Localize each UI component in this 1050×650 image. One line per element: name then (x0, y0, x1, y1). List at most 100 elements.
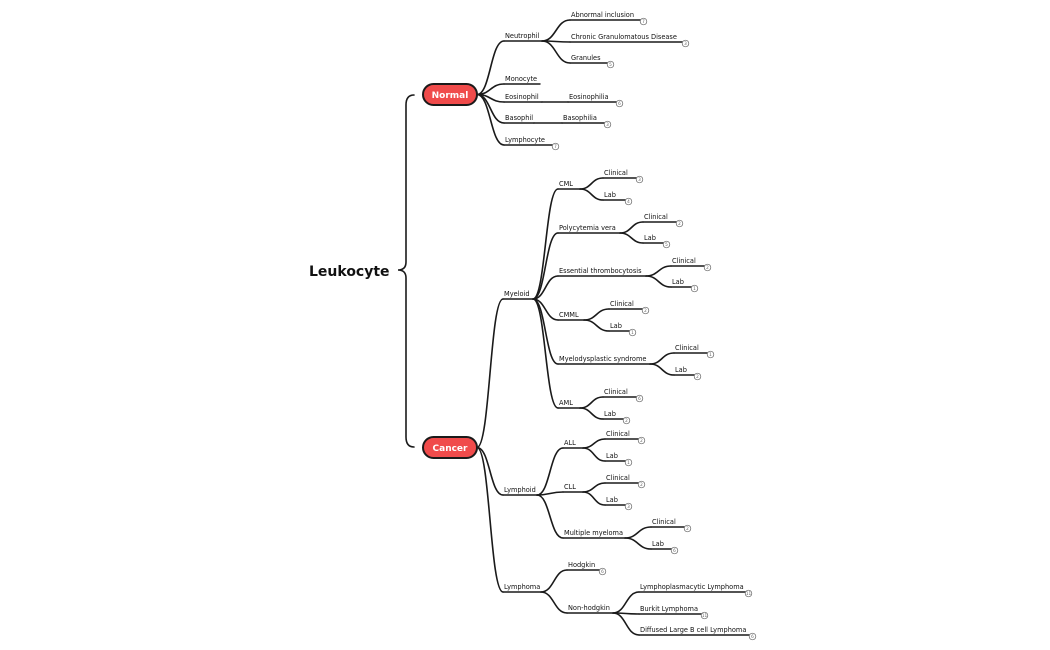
topic-all[interactable]: ALL (562, 439, 584, 449)
topic-label: Diffused Large B cell Lymphoma (640, 626, 746, 634)
topic-lymphoid[interactable]: Lymphoid (502, 486, 538, 496)
badge-count: 3 (684, 41, 687, 46)
topic-non-hodgkin[interactable]: Non-hodgkin (566, 604, 614, 614)
connector-hodgkin (540, 569, 568, 593)
badge-cmml-lab[interactable]: 1 (628, 328, 637, 337)
badge-count: 7 (642, 19, 645, 24)
badge-diffused-large-b-cell-lymphoma[interactable]: 6 (748, 632, 757, 641)
topic-monocyte[interactable]: Monocyte (503, 75, 541, 85)
badge-mm-clinical[interactable]: 2 (683, 524, 692, 533)
topic-aml[interactable]: AML (557, 399, 581, 409)
topic-cmml-clinical[interactable]: Clinical 2 (608, 300, 650, 315)
topic-basophil[interactable]: Basophil (503, 114, 535, 124)
topic-neutrophil[interactable]: Neutrophil (503, 32, 543, 42)
badge-hodgkin[interactable]: 6 (598, 567, 607, 576)
topic-polycytemia-vera[interactable]: Polycytemia vera (557, 224, 621, 234)
topic-multiple-myeloma[interactable]: Multiple myeloma (562, 529, 626, 539)
badge-mds-clinical[interactable]: 1 (706, 350, 715, 359)
topic-lymphoma[interactable]: Lymphoma (502, 583, 542, 593)
topic-myelodysplastic-syndrome[interactable]: Myelodysplastic syndrome (557, 355, 651, 365)
badge-cml-lab[interactable]: 4 (624, 197, 633, 206)
topic-essential-thrombocytosis[interactable]: Essential thrombocytosis (557, 267, 647, 277)
connector-lymphoma (476, 446, 504, 593)
badge-count: 7 (554, 144, 557, 149)
topic-label: Clinical (610, 300, 634, 308)
main-topic-normal[interactable]: Normal (422, 83, 478, 106)
badge-lymphoplasmacytic-lymphoma[interactable]: 11 (744, 589, 753, 598)
topic-label: Eosinophil (505, 93, 539, 101)
topic-cmml[interactable]: CMML (557, 311, 585, 321)
badge-pv-lab[interactable]: 5 (662, 240, 671, 249)
badge-cll-clinical[interactable]: 2 (637, 480, 646, 489)
badge-et-clinical[interactable]: 2 (703, 263, 712, 272)
badge-circle (690, 284, 699, 293)
badge-chronic-granulomatous-disease[interactable]: 3 (681, 39, 690, 48)
connector-cml-clinical (579, 177, 604, 190)
connector-pv-lab (619, 232, 644, 244)
topic-label: Neutrophil (505, 32, 540, 40)
badge-eosinophilia[interactable]: 6 (615, 99, 624, 108)
topic-abnormal-inclusion[interactable]: Abnormal inclusion 7 (569, 11, 648, 26)
topic-myeloid[interactable]: Myeloid (502, 290, 534, 300)
badge-mm-lab[interactable]: 6 (670, 546, 679, 555)
badge-all-clinical[interactable]: 2 (637, 436, 646, 445)
badge-burkit-lymphoma[interactable]: 11 (700, 611, 709, 620)
badge-aml-clinical[interactable]: 6 (635, 394, 644, 403)
connector-lymphocyte (476, 93, 505, 146)
badge-abnormal-inclusion[interactable]: 7 (639, 17, 648, 26)
badge-cml-clinical[interactable]: 3 (635, 175, 644, 184)
badge-pv-clinical[interactable]: 2 (675, 219, 684, 228)
main-topic-cancer[interactable]: Cancer (422, 436, 478, 459)
connector-cml-lab (579, 188, 604, 201)
topic-eosinophil[interactable]: Eosinophil (503, 93, 543, 103)
badge-et-lab[interactable]: 1 (690, 284, 699, 293)
badge-count: 11 (746, 591, 752, 596)
badge-circle (635, 175, 644, 184)
connector-granules (541, 40, 571, 64)
topic-cml[interactable]: CML (557, 180, 581, 190)
topic-cll[interactable]: CLL (562, 483, 584, 493)
badge-circle (606, 60, 615, 69)
badge-basophilia[interactable]: 3 (603, 120, 612, 129)
badge-granules[interactable]: 5 (606, 60, 615, 69)
badge-cmml-clinical[interactable]: 2 (641, 306, 650, 315)
badge-count: 2 (696, 374, 699, 379)
badge-count: 2 (640, 438, 643, 443)
badge-lymphocyte[interactable]: 7 (551, 142, 560, 151)
topic-label: Abnormal inclusion (571, 11, 634, 19)
connector-all-clinical (582, 438, 606, 449)
root-topic[interactable]: Leukocyte (309, 264, 390, 280)
badge-mds-lab[interactable]: 2 (693, 372, 702, 381)
badge-aml-lab[interactable]: 2 (622, 416, 631, 425)
badge-cll-lab[interactable]: 3 (624, 502, 633, 511)
badge-all-lab[interactable]: 1 (624, 458, 633, 467)
